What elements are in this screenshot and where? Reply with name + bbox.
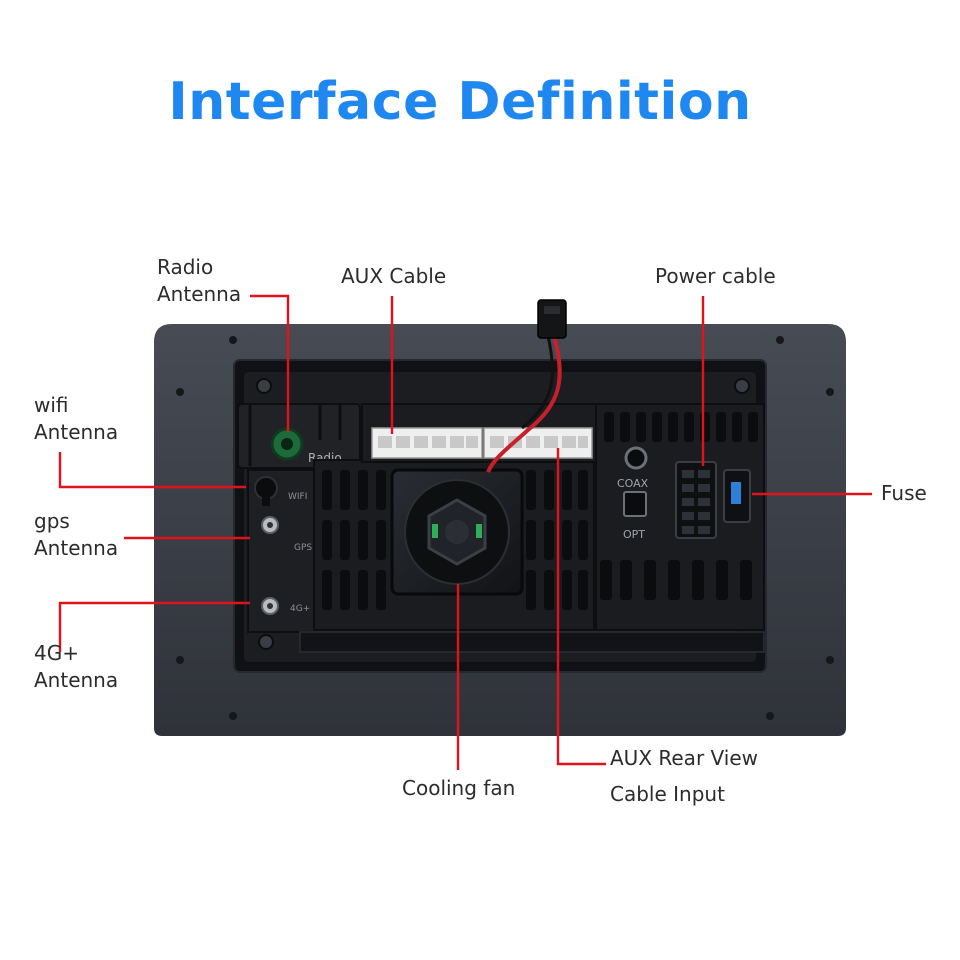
label-aux-rear-view: AUX Rear View Cable Input	[610, 746, 758, 806]
panel-screws	[176, 336, 834, 720]
label-fuse: Fuse	[881, 481, 927, 505]
callout-aux-rear	[556, 448, 606, 766]
cooling-fan	[390, 468, 524, 596]
callout-radio	[250, 294, 290, 432]
callout-4g	[58, 601, 250, 652]
vent-slots	[322, 470, 588, 610]
label-wifi-antenna: wifi Antenna	[34, 393, 119, 444]
fourg-mark: 4G+	[290, 604, 310, 614]
label-cooling-fan: Cooling fan	[402, 776, 516, 800]
wifi-mark: WIFI	[288, 492, 307, 502]
label-4g-antenna: 4G+ Antenna	[34, 641, 119, 692]
label-power-cable: Power cable	[655, 264, 776, 288]
callout-lines	[58, 294, 872, 770]
opt-mark: OPT	[623, 528, 645, 541]
fuse	[731, 482, 741, 504]
opt-port	[623, 491, 647, 517]
label-aux-cable: AUX Cable	[341, 264, 447, 288]
label-radio-antenna: Radio Antenna	[157, 255, 242, 306]
callout-wifi	[58, 452, 246, 489]
power-wire	[486, 335, 562, 473]
wifi-antenna-port	[254, 476, 278, 500]
gps-mark: GPS	[294, 543, 312, 553]
label-gps-antenna: gps Antenna	[34, 509, 119, 560]
wire-plug	[537, 299, 567, 339]
coax-port	[624, 446, 648, 470]
coax-mark: COAX	[617, 477, 649, 490]
page-title: Interface Definition	[168, 72, 752, 132]
